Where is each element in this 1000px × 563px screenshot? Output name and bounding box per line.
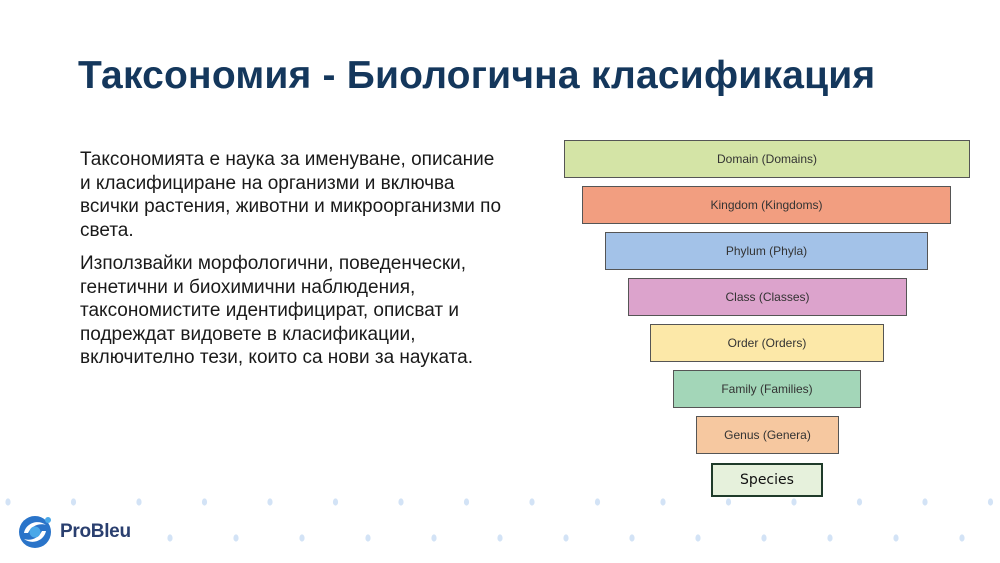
- decorative-dot: [959, 534, 965, 542]
- decorative-dot: [922, 498, 928, 506]
- level-phylum: Phylum (Phyla): [605, 232, 928, 270]
- decorative-dot: [629, 534, 635, 542]
- decorative-dot: [431, 534, 437, 542]
- decorative-dot: [594, 498, 601, 506]
- level-family: Family (Families): [673, 370, 861, 408]
- decorative-dot: [463, 498, 470, 506]
- level-genus: Genus (Genera): [696, 416, 839, 454]
- decorative-dot: [267, 498, 273, 506]
- decorative-dot: [563, 534, 569, 542]
- decorative-dot: [398, 498, 404, 506]
- level-order: Order (Orders): [650, 324, 884, 362]
- decorative-dot: [987, 498, 994, 506]
- decorative-dot: [299, 534, 305, 542]
- level-domain: Domain (Domains): [564, 140, 970, 178]
- decorative-dot: [529, 498, 535, 506]
- decorative-dot: [201, 498, 208, 506]
- decorative-dot: [893, 534, 899, 542]
- brand-name: ProBleu: [60, 521, 131, 542]
- slide-title: Таксономия - Биологична класификация: [78, 54, 876, 97]
- probleu-logo-icon: [19, 516, 51, 548]
- decorative-dot: [5, 498, 11, 506]
- body-text: Таксономията е наука за именуване, описа…: [80, 148, 510, 380]
- level-species: Species: [711, 463, 823, 497]
- decorative-dot: [233, 534, 239, 542]
- decorative-dot: [70, 498, 77, 506]
- level-kingdom: Kingdom (Kingdoms): [582, 186, 951, 224]
- decorative-dot: [761, 534, 767, 542]
- decorative-dot: [136, 498, 142, 506]
- paragraph-definition: Таксономията е наука за именуване, описа…: [80, 149, 502, 241]
- decorative-dot: [660, 498, 666, 506]
- decorative-dot: [856, 498, 863, 506]
- decorative-dots: [5, 498, 994, 542]
- decorative-dot: [791, 498, 797, 506]
- decorative-dot: [827, 534, 833, 542]
- decorative-dot: [497, 534, 503, 542]
- level-class: Class (Classes): [628, 278, 907, 316]
- decorative-dot: [167, 534, 173, 542]
- brand-logo: ProBleu: [16, 513, 131, 551]
- paragraph-methods: Използвайки морфологични, поведенчески, …: [80, 253, 473, 368]
- decorative-dot: [332, 498, 339, 506]
- decorative-dot: [365, 534, 371, 542]
- decorative-dot: [695, 534, 701, 542]
- decorative-dot: [725, 498, 732, 506]
